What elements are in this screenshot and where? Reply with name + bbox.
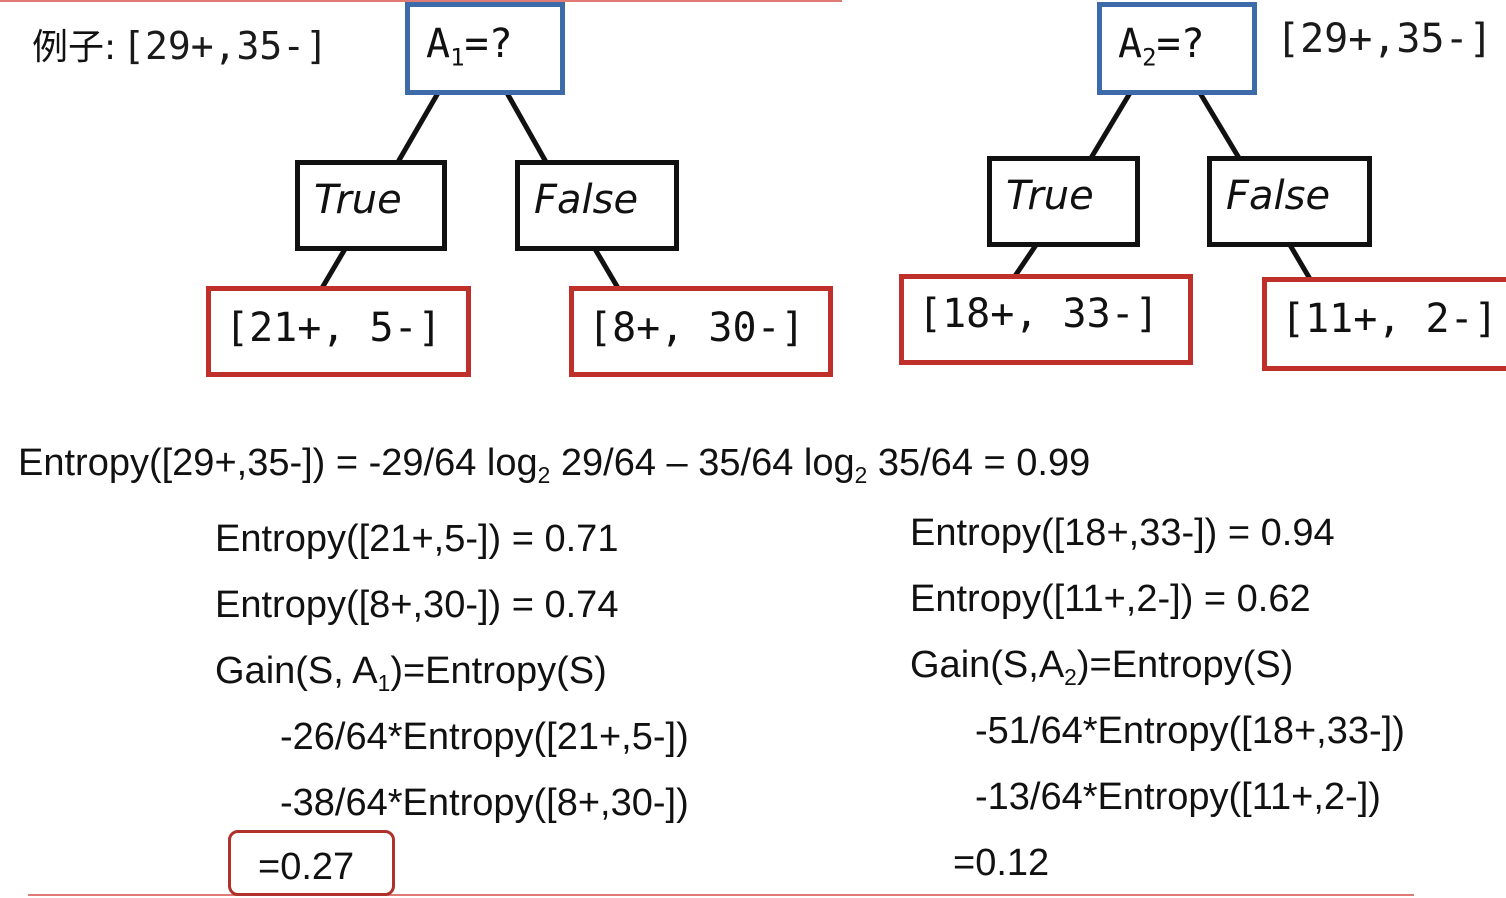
tree2-root-node: A2=?: [1097, 2, 1257, 95]
right-entropy-false: Entropy([11+,2-]) = 0.62: [910, 578, 1311, 620]
left-entropy-false: Entropy([8+,30-]) = 0.74: [215, 584, 619, 626]
tree2-false-leaf-text: [11+, 2-]: [1281, 296, 1498, 342]
right-gain-term2: -13/64*Entropy([11+,2-]): [975, 776, 1381, 818]
tree2-set-label: [29+,35-]: [1276, 16, 1493, 62]
example-set: [29+,35-]: [122, 24, 329, 68]
top-rule: [0, 0, 842, 2]
tree1-root-node: A1=?: [405, 2, 565, 95]
right-result: =0.12: [953, 842, 1050, 884]
tree2-true-node: True: [987, 156, 1140, 247]
tree2-false-leaf: [11+, 2-]: [1262, 277, 1506, 371]
tree1-true-leaf: [21+, 5-]: [206, 286, 471, 377]
left-gain-term2: -38/64*Entropy([8+,30-]): [280, 782, 689, 824]
tree2-false-node: False: [1207, 156, 1372, 247]
tree1-false-label: False: [534, 177, 639, 223]
tree1-false-node: False: [515, 160, 679, 251]
example-label: 例子:[29+,35-]: [32, 18, 328, 70]
right-gain-line: Gain(S,A2)=Entropy(S): [910, 644, 1294, 690]
tree1-false-leaf: [8+, 30-]: [569, 286, 833, 377]
example-prefix: 例子:: [32, 27, 117, 68]
tree1-root-label: A1=?: [426, 21, 513, 72]
edge-false-leaf1: [592, 247, 621, 290]
bottom-rule: [28, 894, 1414, 896]
right-gain-term1: -51/64*Entropy([18+,33-]): [975, 710, 1405, 752]
left-gain-line: Gain(S, A1)=Entropy(S): [215, 650, 607, 696]
tree2-true-label: True: [1006, 173, 1094, 219]
edge-a1-true: [395, 91, 441, 164]
tree2-true-leaf-text: [18+, 33-]: [918, 291, 1159, 337]
right-entropy-true: Entropy([18+,33-]) = 0.94: [910, 512, 1335, 554]
left-result-box: [228, 830, 395, 896]
tree2-true-leaf: [18+, 33-]: [899, 274, 1193, 365]
edge-a2-false: [1197, 91, 1242, 160]
tree1-true-label: True: [314, 177, 402, 223]
left-entropy-true: Entropy([21+,5-]) = 0.71: [215, 518, 619, 560]
left-result: =0.27: [258, 846, 355, 888]
edge-true-leaf2: [1012, 243, 1039, 278]
tree1-false-leaf-text: [8+, 30-]: [588, 305, 805, 351]
entropy-main-equation: Entropy([29+,35-]) = -29/64 log2 29/64 –…: [18, 442, 1091, 488]
tree2-false-label: False: [1226, 173, 1331, 219]
edge-true-leaf1: [319, 247, 348, 290]
edge-a2-true: [1088, 91, 1133, 160]
edge-a1-false: [504, 91, 549, 164]
tree1-true-leaf-text: [21+, 5-]: [225, 305, 442, 351]
tree1-true-node: True: [295, 160, 447, 251]
edge-false-leaf2: [1287, 243, 1313, 281]
tree2-root-label: A2=?: [1118, 21, 1205, 72]
left-gain-term1: -26/64*Entropy([21+,5-]): [280, 716, 689, 758]
